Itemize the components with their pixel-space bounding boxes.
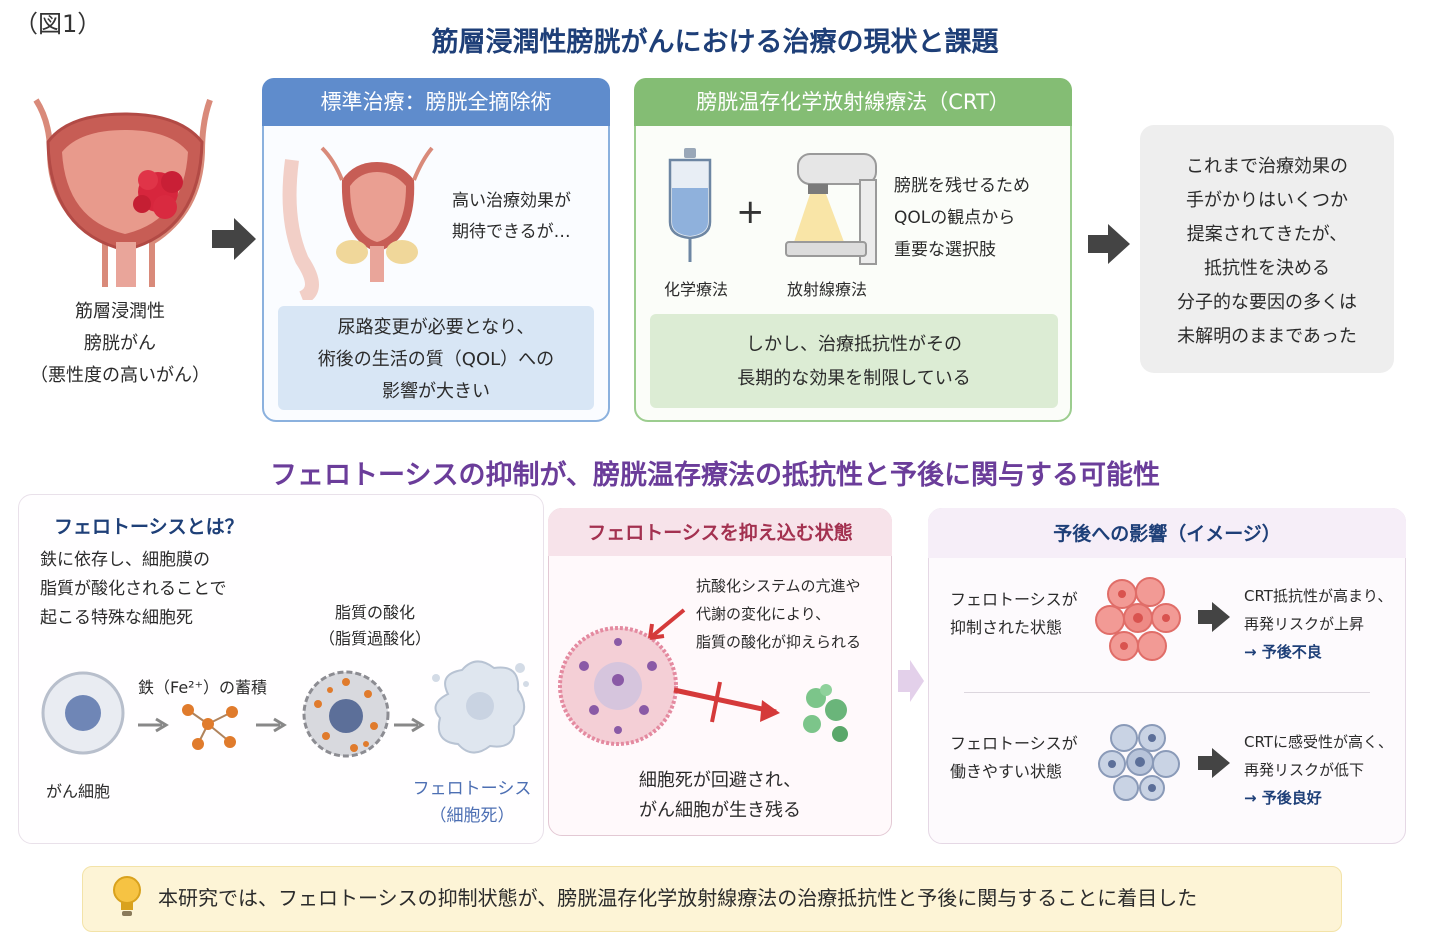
summary-line6: 未解明のままであった <box>1177 326 1357 347</box>
iv-drip-icon <box>668 148 712 262</box>
ferroptosis-desc-line3: 起こる特殊な細胞死 <box>40 608 193 628</box>
ferroptosis-desc-line2: 脂質が酸化されることで <box>40 579 227 599</box>
lightbulb-icon <box>113 876 141 916</box>
protected-cell-icon <box>558 608 780 746</box>
crt-note-box <box>650 314 1058 408</box>
iron-ions-icon <box>182 704 238 750</box>
crt-note-line2: 長期的な効果を制限している <box>737 368 971 389</box>
tumor-cluster-blue-icon <box>1098 724 1180 801</box>
section-subtitle: フェロトーシスの抑制が、膀胱温存療法の抵抗性と予後に関与する可能性 <box>270 460 1160 491</box>
summary-panel <box>1140 125 1394 373</box>
outcome1-line3: → 予後不良 <box>1244 643 1322 661</box>
prognosis-header: 予後への影響（イメージ） <box>928 508 1406 558</box>
arrow-right-icon <box>394 717 425 733</box>
arrow-right-icon <box>1198 602 1230 632</box>
summary-line1: これまで治療効果の <box>1186 156 1348 177</box>
prognosis-outcome2: CRTに感受性が高く、 再発リスクが低下 → 予後良好 <box>1244 728 1393 812</box>
prognosis-outcome1: CRT抵抗性が高まり、 再発リスクが上昇 → 予後不良 <box>1244 582 1392 666</box>
footer-text: 本研究では、フェロトーシスの抑制状態が、膀胱温存化学放射線療法の治療抵抗性と予後… <box>158 886 1198 910</box>
arrow-right-icon <box>138 717 169 733</box>
standard-note-line2: 術後の生活の質（QOL）への <box>317 349 555 370</box>
suppressed-result: 細胞死が回避され、 がん細胞が生き残る <box>548 766 892 826</box>
outcome1-line1: CRT抵抗性が高まり、 <box>1244 587 1393 605</box>
suppressed-result-line1: 細胞死が回避され、 <box>638 770 802 791</box>
lipid-label-line2: （脂質過酸化） <box>318 629 431 648</box>
outcome1-line2: 再発リスクが上昇 <box>1244 615 1365 633</box>
figure-label: （図1） <box>14 10 102 38</box>
standard-note-line1: 尿路変更が必要となり、 <box>337 317 535 338</box>
crt-desc-line3: 重要な選択肢 <box>894 240 996 260</box>
prognosis-state2: フェロトーシスが 働きやすい状態 <box>950 730 1078 786</box>
bladder-label: 筋層浸潤性 膀胱がん （悪性度の高いがん） <box>20 296 220 392</box>
ferroptosis-death-label: フェロトーシス （細胞死） <box>402 776 542 830</box>
suppressed-description: 抗酸化システムの亢進や 代謝の変化により、 脂質の酸化が抑えられる <box>696 572 888 656</box>
plus-sign: + <box>736 192 765 232</box>
oxidized-cell-icon <box>302 670 390 758</box>
iron-accumulation-label: 鉄（Fe²⁺）の蓄積 <box>138 678 268 697</box>
outcome2-line1: CRTに感受性が高く、 <box>1244 733 1393 751</box>
standard-effect-line1: 高い治療効果が <box>452 191 571 211</box>
suppressed-desc-line3: 脂質の酸化が抑えられる <box>696 633 862 651</box>
radiation-machine-icon <box>785 153 877 265</box>
cancer-cell-label: がん細胞 <box>46 782 111 801</box>
green-cell-icon <box>803 684 848 742</box>
standard-note-box <box>278 306 594 410</box>
outcome2-line3: → 予後良好 <box>1244 789 1322 807</box>
prognosis-divider <box>964 692 1370 693</box>
cancer-cell-icon <box>41 671 125 755</box>
chemo-label: 化学療法 <box>663 280 728 299</box>
ferroptosis-desc-line1: 鉄に依存し、細胞膜の <box>40 550 210 570</box>
summary-line2: 手がかりはいくつか <box>1186 190 1348 211</box>
suppressed-desc-line2: 代謝の変化により、 <box>696 605 831 623</box>
bladder-label-line1: 筋層浸潤性 <box>75 301 165 322</box>
radiation-label: 放射線療法 <box>786 280 867 299</box>
standard-note-line3: 影響が大きい <box>382 381 490 402</box>
state2-line1: フェロトーシスが <box>950 734 1078 753</box>
crt-header: 膀胱温存化学放射線療法（CRT） <box>634 78 1072 126</box>
suppressed-desc-line1: 抗酸化システムの亢進や <box>696 577 861 595</box>
standard-treatment-header: 標準治療：膀胱全摘除術 <box>262 78 610 126</box>
cystectomy-illustration <box>282 146 434 300</box>
chevron-right-icon <box>898 660 924 702</box>
ferroptosis-heading: フェロトーシスとは？ <box>54 516 244 538</box>
death-label-line2: （細胞死） <box>429 806 515 826</box>
outcome2-line2: 再発リスクが低下 <box>1244 761 1365 779</box>
ferroptosis-panel <box>18 494 544 844</box>
prognosis-state1: フェロトーシスが 抑制された状態 <box>950 586 1078 642</box>
state1-line2: 抑制された状態 <box>950 618 1063 637</box>
bladder-label-line3: （悪性度の高いがん） <box>30 365 210 386</box>
arrow-right-icon <box>212 218 256 260</box>
crt-description: 膀胱を残せるため QOLの観点から 重要な選択肢 <box>894 170 1064 266</box>
standard-effect-line2: 期待できるが… <box>452 222 571 242</box>
summary-line3: 提案されてきたが、 <box>1186 224 1348 245</box>
ferroptosis-description: 鉄に依存し、細胞膜の 脂質が酸化されることで 起こる特殊な細胞死 <box>40 546 300 633</box>
summary-text: これまで治療効果の 手がかりはいくつか 提案されてきたが、 抵抗性を決める 分子… <box>1140 150 1394 354</box>
arrow-right-icon <box>1088 224 1130 264</box>
standard-effect: 高い治療効果が 期待できるが… <box>452 186 602 248</box>
footer-box <box>82 866 1342 932</box>
crt-desc-line1: 膀胱を残せるため <box>894 176 1030 196</box>
standard-note: 尿路変更が必要となり、 術後の生活の質（QOL）への 影響が大きい <box>278 312 594 408</box>
state1-line1: フェロトーシスが <box>950 590 1078 609</box>
summary-line5: 分子的な要因の多くは <box>1177 292 1357 313</box>
bladder-tumor-illustration <box>33 98 213 287</box>
summary-line4: 抵抗性を決める <box>1204 258 1330 279</box>
bladder-label-line2: 膀胱がん <box>84 333 156 354</box>
crt-note-line1: しかし、治療抵抗性がその <box>746 334 962 355</box>
crt-note: しかし、治療抵抗性がその 長期的な効果を制限している <box>650 328 1058 396</box>
dying-cell-icon <box>432 660 529 754</box>
crt-desc-line2: QOLの観点から <box>894 208 1016 228</box>
death-label-line1: フェロトーシス <box>412 779 532 799</box>
lipid-label-line1: 脂質の酸化 <box>334 603 415 622</box>
suppressed-header: フェロトーシスを抑え込む状態 <box>548 508 892 556</box>
state2-line2: 働きやすい状態 <box>950 762 1063 781</box>
tumor-cluster-red-icon <box>1095 577 1181 661</box>
arrow-right-icon <box>1198 748 1230 778</box>
suppressed-result-line2: がん細胞が生き残る <box>639 800 801 821</box>
page-title: 筋層浸潤性膀胱がんにおける治療の現状と課題 <box>431 27 999 58</box>
lipid-oxidation-label: 脂質の酸化 （脂質過酸化） <box>310 600 440 652</box>
arrow-right-icon <box>256 717 287 733</box>
